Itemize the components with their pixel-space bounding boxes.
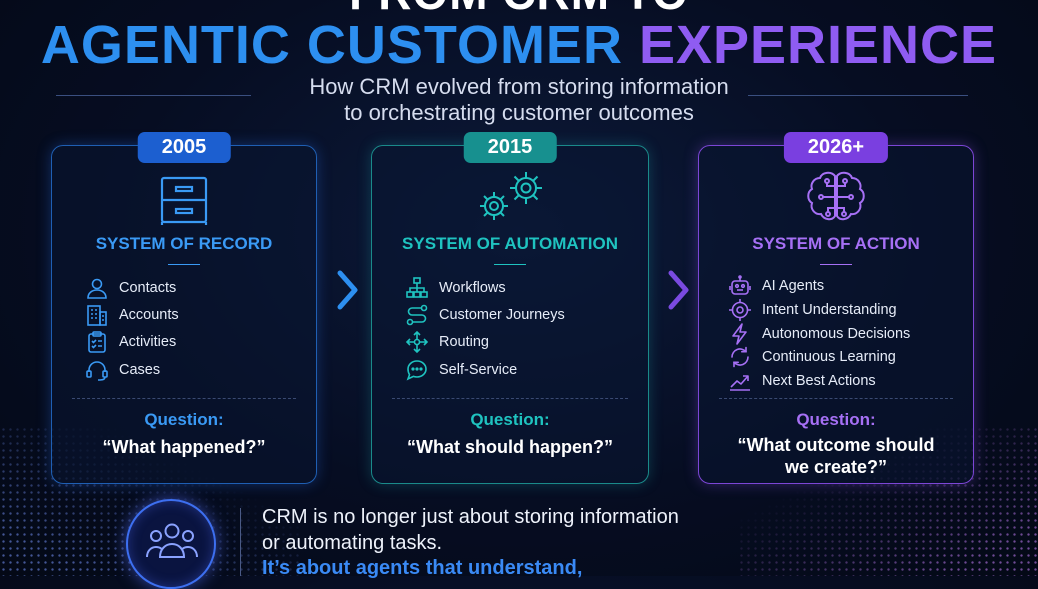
section-divider	[72, 398, 296, 399]
list-item-label: Cases	[119, 362, 161, 378]
list-item: Cases	[85, 358, 160, 382]
list-item: Autonomous Decisions	[728, 322, 910, 346]
card-system-of-record: 2005 SYSTEM OF RECORD Contacts Accounts	[51, 132, 317, 484]
clipboard-icon	[85, 330, 109, 354]
list-item-label: Workflows	[439, 280, 506, 296]
title-divider	[494, 264, 526, 265]
year-badge: 2005	[137, 132, 231, 163]
question-text-line-1: “What outcome should	[737, 435, 935, 455]
trend-chart-icon	[728, 369, 752, 393]
question-text-line-2: we create?”	[784, 457, 888, 477]
question-label: Question:	[144, 410, 224, 429]
footer-statement: CRM is no longer just about storing info…	[262, 505, 679, 582]
title-part-agentic-customer: AGENTIC CUSTOMER	[40, 15, 623, 75]
robot-icon	[728, 274, 752, 298]
workflow-icon	[405, 276, 429, 300]
system-title: SYSTEM OF AUTOMATION	[402, 234, 618, 253]
footer-line-3: It’s about agents that understand,	[262, 557, 583, 579]
list-item: Accounts	[85, 303, 179, 327]
title-divider	[168, 264, 200, 265]
question-label: Question:	[796, 410, 876, 429]
list-item: Self-Service	[405, 358, 517, 382]
list-item: Contacts	[85, 276, 176, 300]
list-item-label: Accounts	[119, 307, 179, 323]
journey-icon	[405, 303, 429, 327]
list-item: AI Agents	[728, 274, 824, 298]
subtitle-line-2: to orchestrating customer outcomes	[344, 100, 694, 125]
subtitle-rule-left	[56, 95, 251, 96]
card-system-of-action: 2026+ SYSTEM OF ACTION AI Agents Intent …	[698, 132, 974, 484]
list-item-label: Continuous Learning	[762, 349, 896, 365]
list-item-label: Self-Service	[439, 362, 518, 378]
gears-icon	[470, 168, 550, 233]
list-item-label: Activities	[119, 334, 177, 350]
list-item-label: Routing	[439, 334, 489, 350]
list-item-label: Next Best Actions	[762, 373, 876, 389]
building-icon	[85, 303, 109, 327]
list-item: Next Best Actions	[728, 369, 876, 393]
footer-line-1: CRM is no longer just about storing info…	[262, 506, 679, 528]
section-divider	[392, 398, 628, 399]
list-item-label: AI Agents	[762, 278, 825, 294]
person-icon	[85, 276, 109, 300]
list-item: Workflows	[405, 276, 506, 300]
chevron-right-icon	[664, 268, 692, 317]
list-item-label: Customer Journeys	[439, 307, 565, 323]
chat-bubble-icon	[405, 358, 429, 382]
subtitle-rule-right	[748, 95, 968, 96]
footer-line-2: or automating tasks.	[262, 531, 443, 554]
list-item: Customer Journeys	[405, 303, 565, 327]
section-divider	[719, 398, 953, 399]
brain-circuit-icon	[801, 170, 871, 231]
footer-divider	[240, 508, 241, 576]
question-label: Question:	[470, 410, 550, 429]
year-badge: 2026+	[783, 132, 889, 163]
title-divider	[820, 264, 852, 265]
system-title: SYSTEM OF RECORD	[95, 234, 273, 253]
file-cabinet-icon	[160, 176, 208, 231]
question-text: “What should happen?”	[407, 437, 613, 457]
list-item-label: Intent Understanding	[762, 302, 897, 318]
chevron-right-icon	[333, 268, 361, 317]
target-icon	[728, 298, 752, 322]
year-badge: 2015	[463, 132, 557, 163]
system-title: SYSTEM OF ACTION	[752, 234, 920, 253]
title-top: FROM CRM TO	[0, 0, 1038, 20]
question-text: “What happened?”	[102, 437, 266, 457]
lightning-icon	[728, 322, 752, 346]
list-item-label: Autonomous Decisions	[762, 326, 911, 342]
headset-icon	[85, 358, 109, 382]
subtitle: How CRM evolved from storing information…	[0, 74, 1038, 126]
list-item: Continuous Learning	[728, 345, 896, 369]
cycle-icon	[728, 345, 752, 369]
title-part-experience: EXPERIENCE	[638, 15, 998, 75]
list-item: Intent Understanding	[728, 298, 897, 322]
list-item: Routing	[405, 330, 489, 354]
list-item-label: Contacts	[119, 280, 177, 296]
people-group-icon	[126, 499, 216, 589]
list-item: Activities	[85, 330, 176, 354]
subtitle-line-1: How CRM evolved from storing information	[309, 74, 729, 99]
card-system-of-automation: 2015 SYSTEM OF AUTOMATION Workflows Cust…	[371, 132, 649, 484]
page-title: AGENTIC CUSTOMER EXPERIENCE	[0, 14, 1038, 76]
routing-icon	[405, 330, 429, 354]
